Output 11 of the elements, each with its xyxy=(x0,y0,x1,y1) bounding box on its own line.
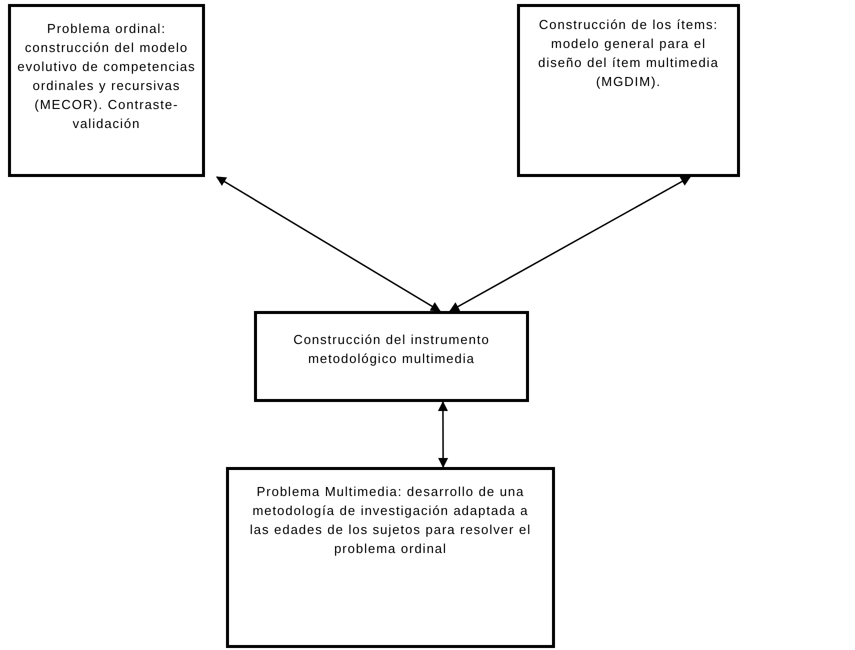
text-box xyxy=(226,467,555,648)
double-arrow xyxy=(216,176,441,312)
text-box xyxy=(517,4,740,177)
text-box xyxy=(254,311,529,402)
box-text: Construcción de los ítems: modelo general para el diseño del ítem multimedia (MGDIM). xyxy=(537,16,720,91)
text-box xyxy=(8,4,205,177)
double-arrow xyxy=(449,176,691,312)
box-text: Construcción del instrumento metodológico multimedia xyxy=(292,331,491,368)
double-arrow xyxy=(438,401,448,468)
box-text: Problema ordinal: construcción del modelo evolutivo de competencias ordinales y recursivas (MECOR). Contraste-validación xyxy=(16,20,197,133)
box-text: Problema Multimedia: desarrollo de una metodología de investigación adaptada a las edades de los sujetos para resolver el problema ordinal xyxy=(249,483,532,558)
